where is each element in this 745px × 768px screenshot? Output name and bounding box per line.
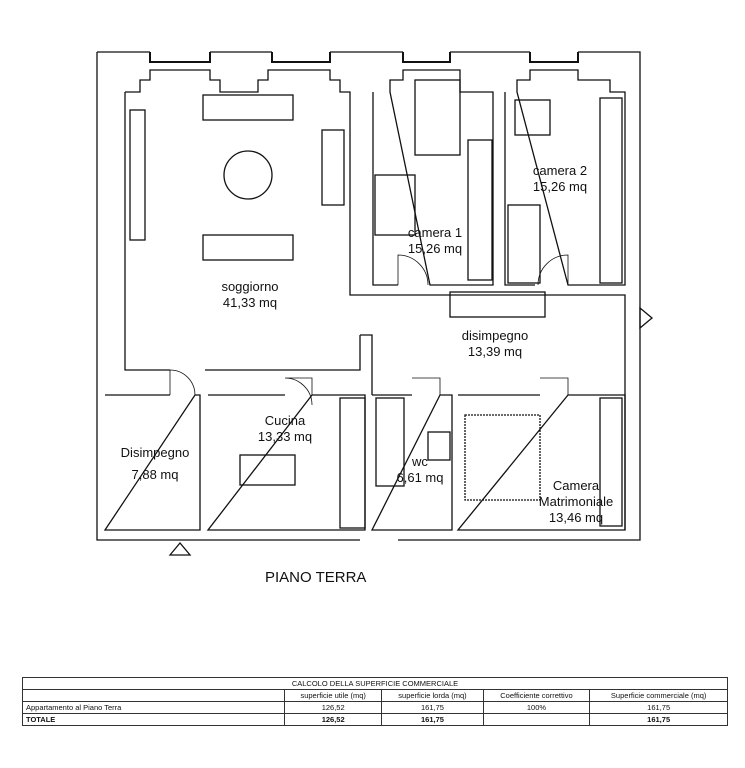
room-wc bbox=[370, 394, 453, 531]
wardrobe bbox=[599, 397, 623, 527]
room-soggiorno bbox=[124, 69, 361, 371]
room-camera-1 bbox=[372, 69, 494, 286]
dining-table bbox=[239, 454, 296, 486]
surface-table: CALCOLO DELLA SUPERFICIE COMMERCIALE sup… bbox=[22, 677, 728, 726]
counter bbox=[339, 397, 366, 529]
table-header: superficie utile (mq) superficie lorda (… bbox=[22, 689, 728, 702]
desk bbox=[374, 174, 416, 236]
floor-plan bbox=[96, 51, 654, 556]
sofa bbox=[202, 94, 294, 121]
bench bbox=[449, 291, 546, 318]
table-round bbox=[223, 150, 273, 200]
table-row-total: TOTALE 126,52 161,75 161,75 bbox=[22, 713, 728, 726]
outer-wall bbox=[96, 51, 641, 541]
room-camera-2 bbox=[504, 69, 626, 286]
door bbox=[540, 377, 569, 395]
entrance-arrow bbox=[168, 541, 192, 556]
door bbox=[397, 254, 429, 286]
floor-title: PIANO TERRA bbox=[265, 569, 367, 586]
sink bbox=[427, 431, 451, 461]
wardrobe bbox=[599, 97, 623, 284]
table-title: CALCOLO DELLA SUPERFICIE COMMERCIALE bbox=[22, 677, 728, 690]
entrance-arrow bbox=[639, 306, 654, 330]
bed bbox=[507, 204, 541, 284]
door bbox=[169, 369, 196, 396]
table-row: Appartamento al Piano Terra 126,52 161,7… bbox=[22, 701, 728, 714]
sofa bbox=[321, 129, 345, 206]
door bbox=[412, 377, 441, 395]
room-disimpegno-left bbox=[103, 394, 201, 531]
cabinet bbox=[129, 109, 146, 241]
bed bbox=[414, 79, 461, 156]
desk bbox=[514, 99, 551, 136]
bathtub bbox=[375, 397, 405, 487]
wardrobe bbox=[467, 139, 493, 281]
room-camera-matrimoniale bbox=[456, 394, 626, 531]
bed-double bbox=[464, 414, 541, 501]
door bbox=[284, 377, 313, 406]
door bbox=[537, 254, 569, 286]
sofa bbox=[202, 234, 294, 261]
